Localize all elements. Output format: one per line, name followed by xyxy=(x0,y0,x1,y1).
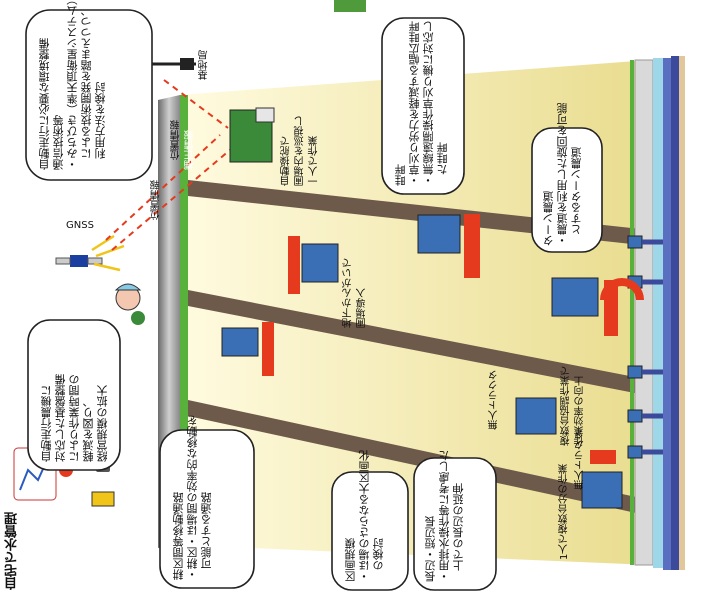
outer-edge xyxy=(679,56,685,570)
canal-light xyxy=(653,58,663,568)
harvester xyxy=(229,107,275,163)
one-person-label: 1人で複数台分の作業 xyxy=(559,463,570,560)
tractor-4 xyxy=(551,277,644,336)
tractor-3 xyxy=(417,214,480,278)
tractor-6 xyxy=(581,450,623,509)
base-station-label: 基地局 xyxy=(199,50,210,80)
pipes xyxy=(642,239,663,455)
callout-comm: 自動走行に必要な環境整備 通信技術等 ・みちびき（準天頂衛星システム） による技… xyxy=(38,0,107,170)
position-arrows xyxy=(105,79,231,251)
water-channel-2 xyxy=(671,56,679,570)
water-channel xyxy=(663,58,671,570)
satellite-signal xyxy=(91,234,125,272)
multi-label: 複数台協調作業で 作業効率の向上 xyxy=(561,366,586,446)
correction-label: 補正情報 xyxy=(185,130,196,170)
callout-water: 自宅で水管理 xyxy=(5,512,20,590)
callout-edge: 畦畔 ・草刈り労力を軽減する幅広畦畔 ・無線遠隔操作草刈り機に対応し た畦畔 xyxy=(394,21,449,186)
bubbles xyxy=(25,9,603,591)
farmer-icon xyxy=(114,283,145,325)
position-label-2: 位置情報 xyxy=(171,120,182,160)
position-label-1: 位置情報 xyxy=(151,180,162,220)
tractor-1 xyxy=(221,322,274,376)
callout-turn: ターン農道 ・農道を利用した旋回を可能 とするターン農道 xyxy=(542,103,583,246)
green-strip xyxy=(180,95,188,545)
unmanned-label-1: 無人トラクタ xyxy=(489,370,500,430)
ridge-2 xyxy=(188,290,650,396)
callout-side: 長辺・短辺長 ・用排水操作等に考慮した 上での長辺の延伸 xyxy=(424,450,465,582)
gnss-label: GNSS xyxy=(66,220,94,231)
satellite-icon xyxy=(55,255,103,267)
tractor-5 xyxy=(515,397,557,435)
top-tab xyxy=(334,0,366,12)
supervise-label: 自動操舵で 圃場内を巡視し 一人で作業 xyxy=(281,116,320,186)
ridge-3 xyxy=(188,400,650,516)
unmanned-label-2: 無人トラクタ xyxy=(575,430,586,490)
callout-farmer: 自動走行農機に 対応した基盤整備 により作業時間の 軽減を図り、 経営規模の拡大 xyxy=(40,374,109,462)
callout-block: 区画規模 ・ほ場のさらなる大区画化 の検討 xyxy=(344,450,385,582)
tractor-2 xyxy=(288,236,339,294)
callout-road: 耕区間等移動通路 ・耕区・ほ場間の効率的な移動を 可能とする通路 xyxy=(172,415,213,580)
right-road xyxy=(634,59,654,566)
valves xyxy=(627,235,643,459)
underground-label: 地下かんがいで 圃場導入 xyxy=(343,258,368,328)
